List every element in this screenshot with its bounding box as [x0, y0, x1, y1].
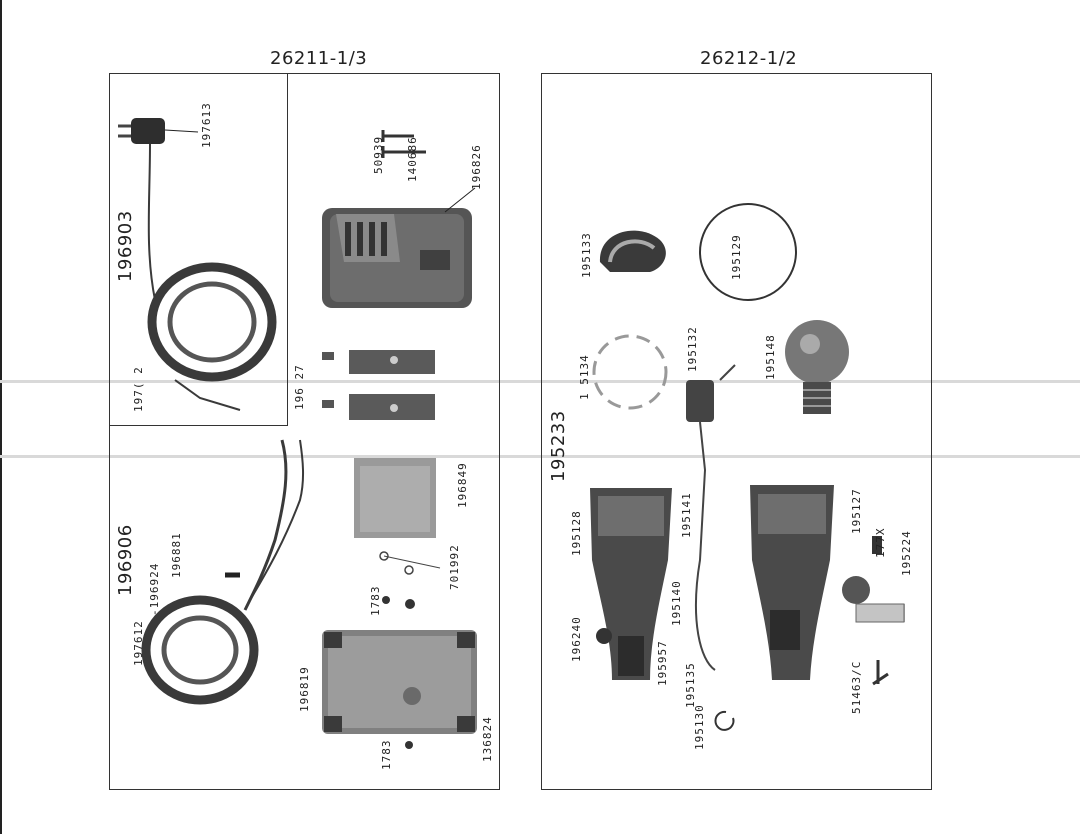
- socket-icon: [686, 364, 736, 671]
- washers-icon: [379, 551, 441, 575]
- scan-band-bottom: [0, 455, 1080, 458]
- part-label-197613: 197613: [200, 102, 213, 148]
- part-label-196819: 196819: [298, 666, 311, 712]
- screws-icon: [381, 130, 426, 158]
- part-label-195127: 195127: [850, 488, 863, 534]
- scan-band-top: [0, 380, 1080, 383]
- right-sheet-frame: [541, 73, 932, 790]
- left-sheet-frame: [109, 73, 500, 790]
- right-sheet-title: 26212-1/2: [700, 48, 798, 69]
- part-label-195130: 195130: [693, 704, 706, 750]
- bracket-pair-icon: [322, 350, 435, 420]
- housing-left-icon: [590, 488, 672, 680]
- bulb-icon: [785, 320, 849, 414]
- lens-ring-icon: [699, 203, 797, 301]
- part-label-195132: 195132: [686, 326, 699, 372]
- inset-frame: [109, 73, 288, 426]
- part-label-inset-partial-b: 196 27: [293, 364, 306, 410]
- assembly-number-196903: 196903: [115, 210, 136, 282]
- bracket-icon: [842, 536, 905, 623]
- part-label-195148: 195148: [764, 334, 777, 380]
- part-label-inset-partial-a: 197( 2: [132, 366, 145, 412]
- ring-icon: [592, 334, 668, 410]
- cord-coil-upper-icon: [147, 143, 277, 411]
- part-label-50939: 50939: [372, 135, 385, 174]
- part-label-701992: 701992: [448, 544, 461, 590]
- part-label-195957: 195957: [656, 640, 669, 686]
- small-screws-icon: [382, 596, 415, 749]
- part-label-195141: 195141: [680, 492, 693, 538]
- switch-box-icon: [322, 187, 476, 308]
- part-label-136824: 136824: [481, 716, 494, 762]
- plate-icon: [354, 458, 436, 538]
- part-label-195128: 195128: [570, 510, 583, 556]
- part-label-195140: 195140: [670, 580, 683, 626]
- part-label-195135: 195135: [684, 662, 697, 708]
- part-label-177x: 177X: [874, 527, 887, 559]
- page-edge: [0, 0, 2, 834]
- part-label-196881: 196881: [170, 532, 183, 578]
- part-label-51463c: 51463/C: [850, 660, 863, 714]
- assembly-number-196906: 196906: [115, 524, 136, 596]
- part-label-196924: -196924: [148, 562, 161, 616]
- part-label-196849: 196849: [456, 462, 469, 508]
- bolt-icon: [872, 660, 889, 686]
- part-label-1783-bottom: 1783: [380, 739, 393, 771]
- part-label-196240: 196240: [570, 616, 583, 662]
- base-plate-icon: [322, 630, 477, 734]
- housing-right-icon: [750, 485, 834, 680]
- part-label-195134: 1 5134: [578, 354, 591, 400]
- plug-icon: [118, 118, 199, 144]
- part-label-195133: 195133: [580, 232, 593, 278]
- part-label-196826: 196826: [470, 144, 483, 190]
- part-label-140686: 140686: [406, 136, 419, 182]
- part-label-195129: 195129: [730, 234, 743, 280]
- clamp-icon: [599, 230, 666, 272]
- part-label-197612: 197612: [132, 620, 145, 666]
- left-sheet-title: 26211-1/3: [270, 48, 368, 69]
- part-label-195224: 195224: [900, 530, 913, 576]
- snap-ring-icon: [714, 710, 735, 731]
- part-label-1783-top: 1783: [369, 585, 382, 617]
- cord-coil-lower-icon: [141, 439, 304, 705]
- assembly-number-195233: 195233: [548, 410, 569, 482]
